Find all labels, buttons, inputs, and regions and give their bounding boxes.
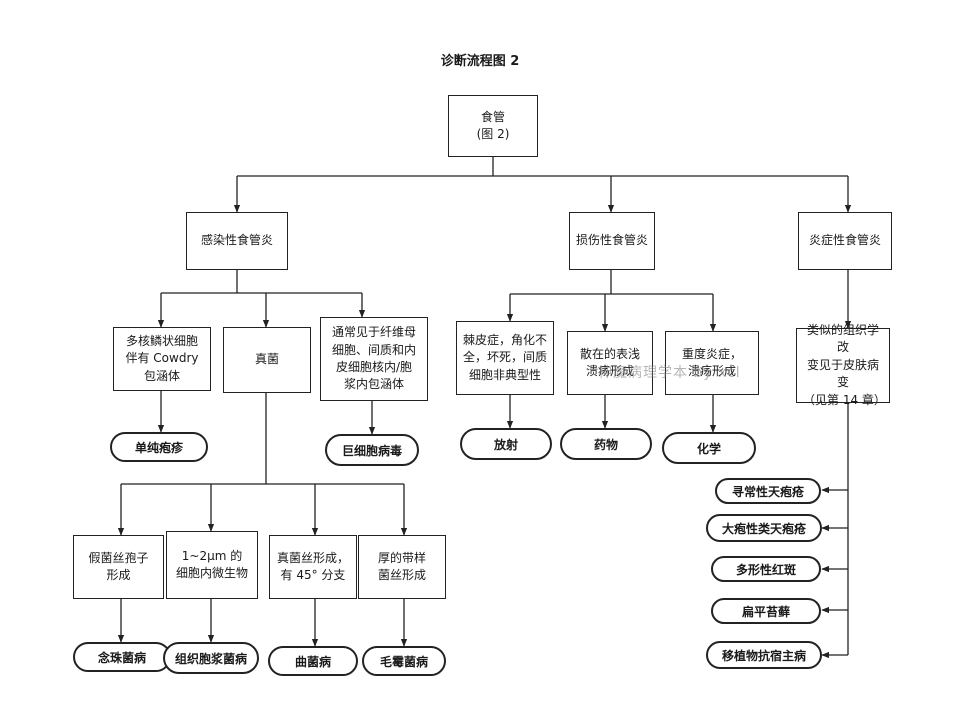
diagnosis-bullous-pemphigoid: 大疱性类天疱疮	[706, 514, 822, 542]
node-chemical-features: 重度炎症， 溃疡形成	[665, 331, 759, 395]
diagnosis-radiation: 放射	[460, 428, 552, 460]
node-esophagus: 食管 (图 2)	[448, 95, 538, 157]
node-herpes-cells: 多核鳞状细胞 伴有 Cowdry 包涵体	[113, 327, 211, 391]
node-radiation-features: 棘皮症，角化不 全，坏死，间质 细胞非典型性	[456, 321, 554, 395]
node-infectious-esophagitis: 感染性食管炎	[186, 212, 288, 270]
node-skin-like-histology: 类似的组织学改 变见于皮肤病变 （见第 14 章）	[796, 323, 890, 407]
diagnosis-pemphigus-vulgaris: 寻常性天疱疮	[715, 478, 821, 504]
watermark-text: 神魔病理学本 by xcl	[598, 365, 741, 381]
node-drug-features: 散在的表浅 溃疡形成	[567, 331, 653, 395]
diagnosis-candidiasis: 念珠菌病	[73, 642, 171, 672]
node-injury-esophagitis: 损伤性食管炎	[569, 212, 655, 270]
diagnosis-mucormycosis: 毛霉菌病	[362, 646, 446, 676]
diagnosis-histoplasmosis: 组织胞浆菌病	[163, 642, 259, 674]
diagnosis-erythema-multiforme: 多形性红斑	[711, 556, 821, 582]
diagnosis-herpes-simplex: 单纯疱疹	[110, 432, 208, 462]
diagnosis-gvhd: 移植物抗宿主病	[706, 641, 822, 669]
node-pseudohyphae: 假菌丝孢子 形成	[73, 535, 164, 599]
diagnosis-aspergillosis: 曲菌病	[268, 646, 358, 676]
diagnosis-cytomegalovirus: 巨细胞病毒	[325, 434, 419, 466]
node-cmv-cells: 通常见于纤维母 细胞、间质和内 皮细胞核内/胞 浆内包涵体	[320, 317, 428, 401]
node-inflammatory-esophagitis: 炎症性食管炎	[798, 212, 892, 270]
node-fungi: 真菌	[223, 327, 311, 393]
diagnosis-lichen-planus: 扁平苔藓	[711, 598, 821, 624]
diagnosis-chemical: 化学	[662, 432, 756, 464]
node-intracellular-microorganisms: 1~2μm 的 细胞内微生物	[166, 531, 258, 599]
node-hyphae-45-branch: 真菌丝形成， 有 45° 分支	[269, 535, 357, 599]
diagram-title: 诊断流程图 2	[440, 54, 520, 69]
diagnosis-drug: 药物	[560, 428, 652, 460]
node-ribbon-hyphae: 厚的带样 菌丝形成	[358, 535, 446, 599]
